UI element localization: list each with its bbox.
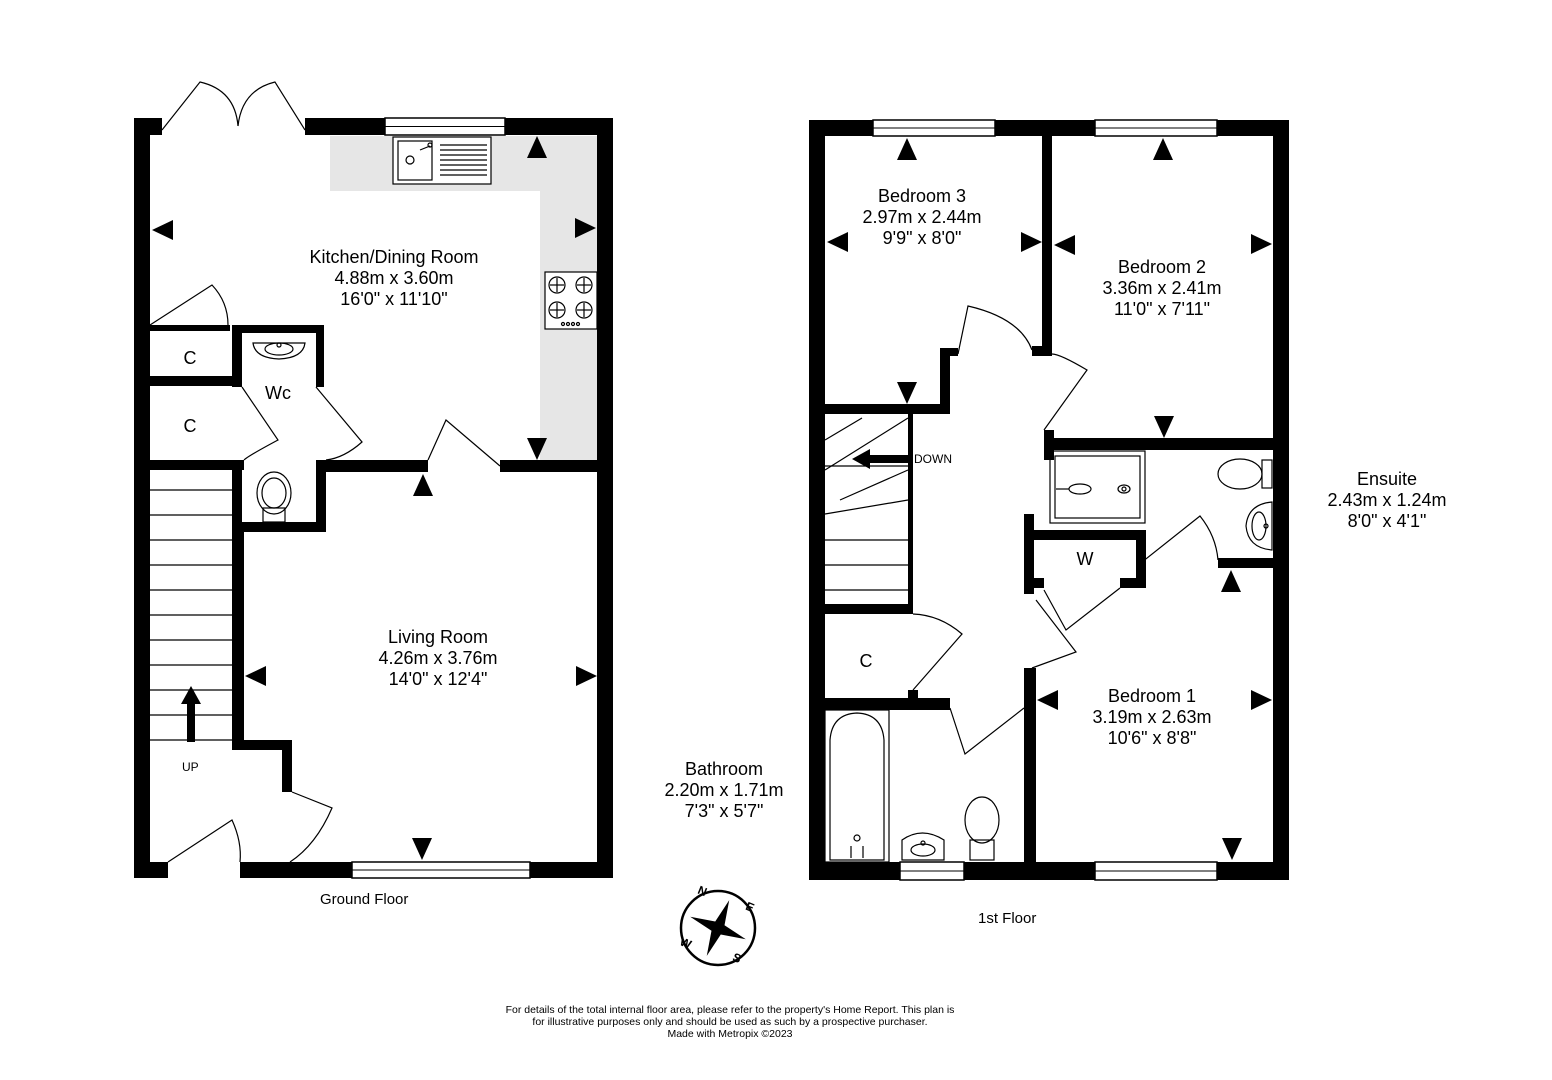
bathroom-toilet: [964, 796, 1000, 861]
ground-doors: [149, 284, 501, 863]
first-interior-walls: [825, 120, 1289, 880]
kitchen-worktop: [330, 136, 597, 460]
first-stairs: [824, 417, 909, 591]
ground-interior-walls: [150, 325, 613, 792]
ground-floor-label: Ground Floor: [320, 891, 409, 908]
ground-stairs: [150, 489, 232, 741]
ground-floor-plan: [134, 81, 613, 879]
ensuite-shower: [1049, 450, 1146, 524]
first-floor-label: 1st Floor: [978, 910, 1037, 927]
wc-basin: [252, 342, 306, 360]
stairs-up-arrow: [181, 686, 201, 742]
ensuite-toilet: [1217, 458, 1273, 490]
kitchen-sink: [392, 136, 492, 185]
room-label-living: Living Room 4.26m x 3.76m 14'0" x 12'4": [378, 627, 498, 689]
compass: [679, 889, 757, 967]
stairs-up-label: UP: [182, 760, 199, 774]
room-label-cupboard-first: C: [859, 651, 873, 671]
ground-windows: [351, 117, 531, 879]
room-label-cupboard-2: C: [183, 416, 197, 436]
ensuite-basin: [1245, 501, 1273, 551]
first-windows: [872, 119, 1218, 881]
room-label-bedroom2: Bedroom 2 3.36m x 2.41m 11'0" x 7'11": [1102, 257, 1222, 319]
stairs-down-arrow: [852, 449, 908, 469]
first-dimension-markers: [827, 138, 1272, 860]
bathroom-basin: [901, 832, 945, 861]
wc-toilet: [256, 471, 292, 523]
compass-star-icon: [690, 900, 746, 956]
room-label-ensuite: Ensuite 2.43m x 1.24m 8'0" x 4'1": [1327, 469, 1447, 531]
kitchen-hob: [544, 271, 598, 330]
room-label-wardrobe: W: [1076, 549, 1094, 569]
first-doors: [912, 305, 1219, 755]
french-doors: [161, 81, 306, 131]
stairs-down-label: DOWN: [914, 452, 952, 466]
room-label-bedroom1: Bedroom 1 3.19m x 2.63m 10'6" x 8'8": [1092, 686, 1212, 748]
room-label-bedroom3: Bedroom 3 2.97m x 2.44m 9'9" x 8'0": [862, 186, 982, 248]
room-label-bathroom: Bathroom 2.20m x 1.71m 7'3" x 5'7": [664, 759, 784, 821]
room-label-kitchen: Kitchen/Dining Room 4.88m x 3.60m 16'0" …: [309, 247, 479, 309]
first-floor-plan: [809, 119, 1289, 881]
bath-tub: [824, 709, 890, 863]
compass-ring: [679, 889, 757, 967]
disclaimer: For details of the total internal floor …: [505, 1004, 955, 1040]
room-label-cupboard-1: C: [183, 348, 197, 368]
room-label-wc: Wc: [265, 383, 291, 403]
ground-dimension-markers: [152, 136, 597, 860]
